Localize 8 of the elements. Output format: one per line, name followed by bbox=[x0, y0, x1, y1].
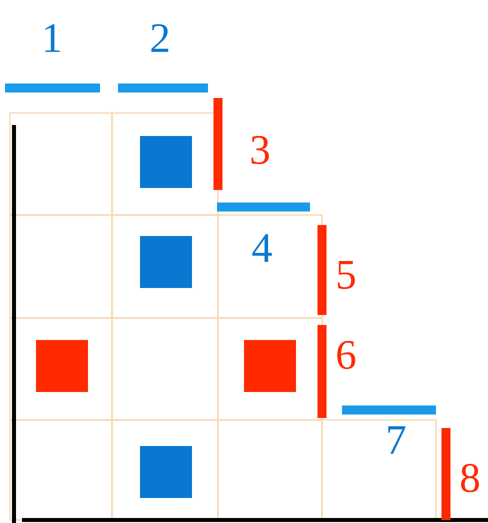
number-label: 1 bbox=[45, 24, 60, 52]
number-label: 3 bbox=[252, 136, 269, 164]
number-label: 7 bbox=[388, 426, 406, 454]
number-label: 2 bbox=[151, 24, 168, 52]
number-label: 8 bbox=[461, 464, 479, 492]
number-label: 5 bbox=[338, 261, 355, 289]
number-label: 4 bbox=[252, 234, 272, 262]
number-label: 6 bbox=[337, 340, 356, 370]
